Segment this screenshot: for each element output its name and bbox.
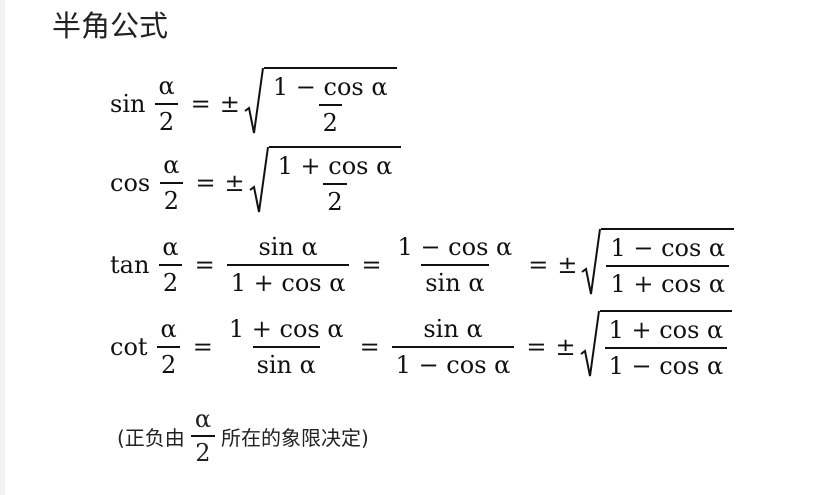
radicand: 1 + cos α 2 xyxy=(268,146,402,220)
half-angle-fraction: α 2 xyxy=(154,71,179,137)
fraction-denominator: 2 xyxy=(191,435,215,467)
fraction-denominator: 1 − cos α xyxy=(391,346,515,380)
plus-minus-sign: ± xyxy=(557,251,578,279)
fraction-denominator: 2 xyxy=(323,183,347,217)
fraction-denominator: 2 xyxy=(159,182,183,216)
left-border xyxy=(0,0,5,495)
radicand-fraction: 1 + cos α 1 − cos α xyxy=(604,315,728,381)
fraction-numerator: sin α xyxy=(423,315,483,343)
fraction-denominator: sin α xyxy=(252,346,320,380)
fraction-numerator: sin α xyxy=(258,233,318,261)
square-root: 1 + cos α 1 − cos α xyxy=(579,310,733,384)
fraction-denominator: 2 xyxy=(154,103,179,137)
formula-sin-half-angle: sin α 2 = ± 1 − cos α 2 xyxy=(110,67,397,141)
fraction-denominator: 1 + cos α xyxy=(606,265,730,299)
radicand-fraction: 1 + cos α 2 xyxy=(274,151,397,217)
radical-sign-icon xyxy=(579,310,600,377)
equals-sign: = xyxy=(526,333,547,361)
fraction-denominator: 2 xyxy=(318,104,342,138)
note-fraction: α 2 xyxy=(191,405,215,467)
second-equivalent-fraction: 1 − cos α sin α xyxy=(394,232,517,298)
formula-tan-half-angle: tan α 2 = sin α 1 + cos α = 1 − cos α si… xyxy=(110,228,735,302)
equals-sign: = xyxy=(195,169,216,197)
note-suffix: 所在的象限决定) xyxy=(221,425,369,450)
fraction-denominator: 2 xyxy=(157,346,181,380)
first-equivalent-fraction: 1 + cos α sin α xyxy=(225,314,348,380)
radicand-fraction: 1 − cos α 1 + cos α xyxy=(606,233,730,299)
formula-cot-half-angle: cot α 2 = 1 + cos α sin α = sin α 1 − co… xyxy=(110,310,733,384)
fraction-numerator: 1 + cos α xyxy=(228,315,344,343)
plus-minus-sign: ± xyxy=(555,333,576,361)
fraction-denominator: 1 − cos α xyxy=(604,347,728,381)
function-name: cos xyxy=(110,169,151,197)
radical-sign-icon xyxy=(244,67,264,134)
fraction-numerator: 1 − cos α xyxy=(397,233,513,261)
radicand: 1 − cos α 1 + cos α xyxy=(601,228,735,302)
equals-sign: = xyxy=(528,251,549,279)
equals-sign: = xyxy=(359,333,380,361)
fraction-numerator: 1 + cos α xyxy=(277,152,393,180)
fraction-numerator: α xyxy=(163,151,180,179)
fraction-numerator: α xyxy=(160,315,177,343)
equals-sign: = xyxy=(190,90,211,118)
function-name: tan xyxy=(110,251,150,279)
equals-sign: = xyxy=(194,251,215,279)
first-equivalent-fraction: sin α 1 + cos α xyxy=(226,232,350,298)
plus-minus-sign: ± xyxy=(219,90,240,118)
fraction-denominator: 2 xyxy=(158,264,183,298)
fraction-numerator: 1 − cos α xyxy=(610,234,726,262)
equals-sign: = xyxy=(192,333,213,361)
formula-cos-half-angle: cos α 2 = ± 1 + cos α 2 xyxy=(110,146,402,220)
function-name: sin xyxy=(110,90,146,118)
radical-sign-icon xyxy=(581,228,602,295)
fraction-numerator: α xyxy=(158,72,175,100)
second-equivalent-fraction: sin α 1 − cos α xyxy=(391,314,515,380)
half-angle-fraction: α 2 xyxy=(157,314,181,380)
radical-sign-icon xyxy=(249,146,269,213)
fraction-numerator: α xyxy=(194,405,212,433)
radicand: 1 + cos α 1 − cos α xyxy=(599,310,733,384)
fraction-numerator: α xyxy=(162,233,179,261)
equals-sign: = xyxy=(361,251,382,279)
square-root: 1 − cos α 2 xyxy=(244,67,397,141)
page-title: 半角公式 xyxy=(52,9,169,43)
function-name: cot xyxy=(110,333,148,361)
note-prefix: (正负由 xyxy=(117,425,185,450)
sign-note: (正负由 α 2 所在的象限决定) xyxy=(117,404,369,468)
fraction-denominator: 1 + cos α xyxy=(226,264,350,298)
square-root: 1 − cos α 1 + cos α xyxy=(581,228,735,302)
half-angle-fraction: α 2 xyxy=(158,232,183,298)
half-angle-fraction: α 2 xyxy=(159,150,183,216)
square-root: 1 + cos α 2 xyxy=(249,146,402,220)
radicand: 1 − cos α 2 xyxy=(263,67,397,141)
plus-minus-sign: ± xyxy=(224,169,245,197)
fraction-denominator: sin α xyxy=(421,264,489,298)
fraction-numerator: 1 − cos α xyxy=(272,73,388,101)
radicand-fraction: 1 − cos α 2 xyxy=(269,72,392,138)
fraction-numerator: 1 + cos α xyxy=(608,316,724,344)
